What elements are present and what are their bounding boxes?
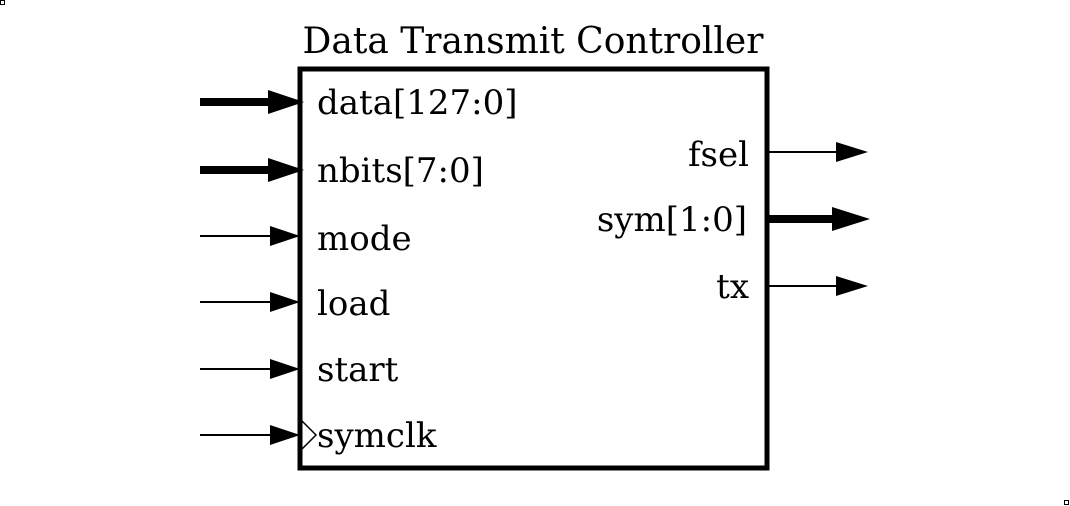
input-label-start: start — [317, 350, 399, 390]
input-port-data: data[127:0] — [200, 83, 517, 123]
input-label-mode: mode — [317, 219, 412, 259]
input-arrow-icon — [270, 425, 300, 445]
output-arrow-icon — [832, 207, 870, 231]
input-port-start: start — [200, 350, 399, 390]
output-arrow-icon — [836, 142, 868, 162]
input-arrow-icon — [270, 359, 300, 379]
corner-marker-top-left — [0, 0, 5, 5]
controller-block — [297, 66, 770, 471]
output-label-sym: sym[1:0] — [597, 200, 747, 240]
input-label-data: data[127:0] — [317, 83, 517, 123]
input-label-nbits: nbits[7:0] — [317, 151, 484, 191]
block-title: Data Transmit Controller — [303, 21, 765, 62]
input-label-load: load — [317, 284, 390, 324]
input-label-symclk: symclk — [317, 416, 437, 456]
input-port-nbits: nbits[7:0] — [200, 151, 484, 191]
output-label-fsel: fsel — [688, 135, 749, 175]
output-port-fsel: fsel — [688, 135, 868, 175]
input-port-symclk: symclk — [200, 416, 437, 456]
corner-marker-bottom-right — [1064, 500, 1069, 505]
input-arrow-icon — [268, 90, 304, 114]
input-arrow-icon — [268, 158, 304, 182]
output-label-tx: tx — [716, 267, 749, 307]
output-port-tx: tx — [716, 267, 868, 307]
output-port-sym: sym[1:0] — [597, 200, 870, 240]
output-arrow-icon — [836, 276, 868, 296]
input-port-load: load — [200, 284, 390, 324]
input-arrow-icon — [270, 292, 300, 312]
input-port-mode: mode — [200, 219, 412, 259]
input-arrow-icon — [270, 226, 300, 246]
clock-triangle-icon — [301, 420, 318, 450]
